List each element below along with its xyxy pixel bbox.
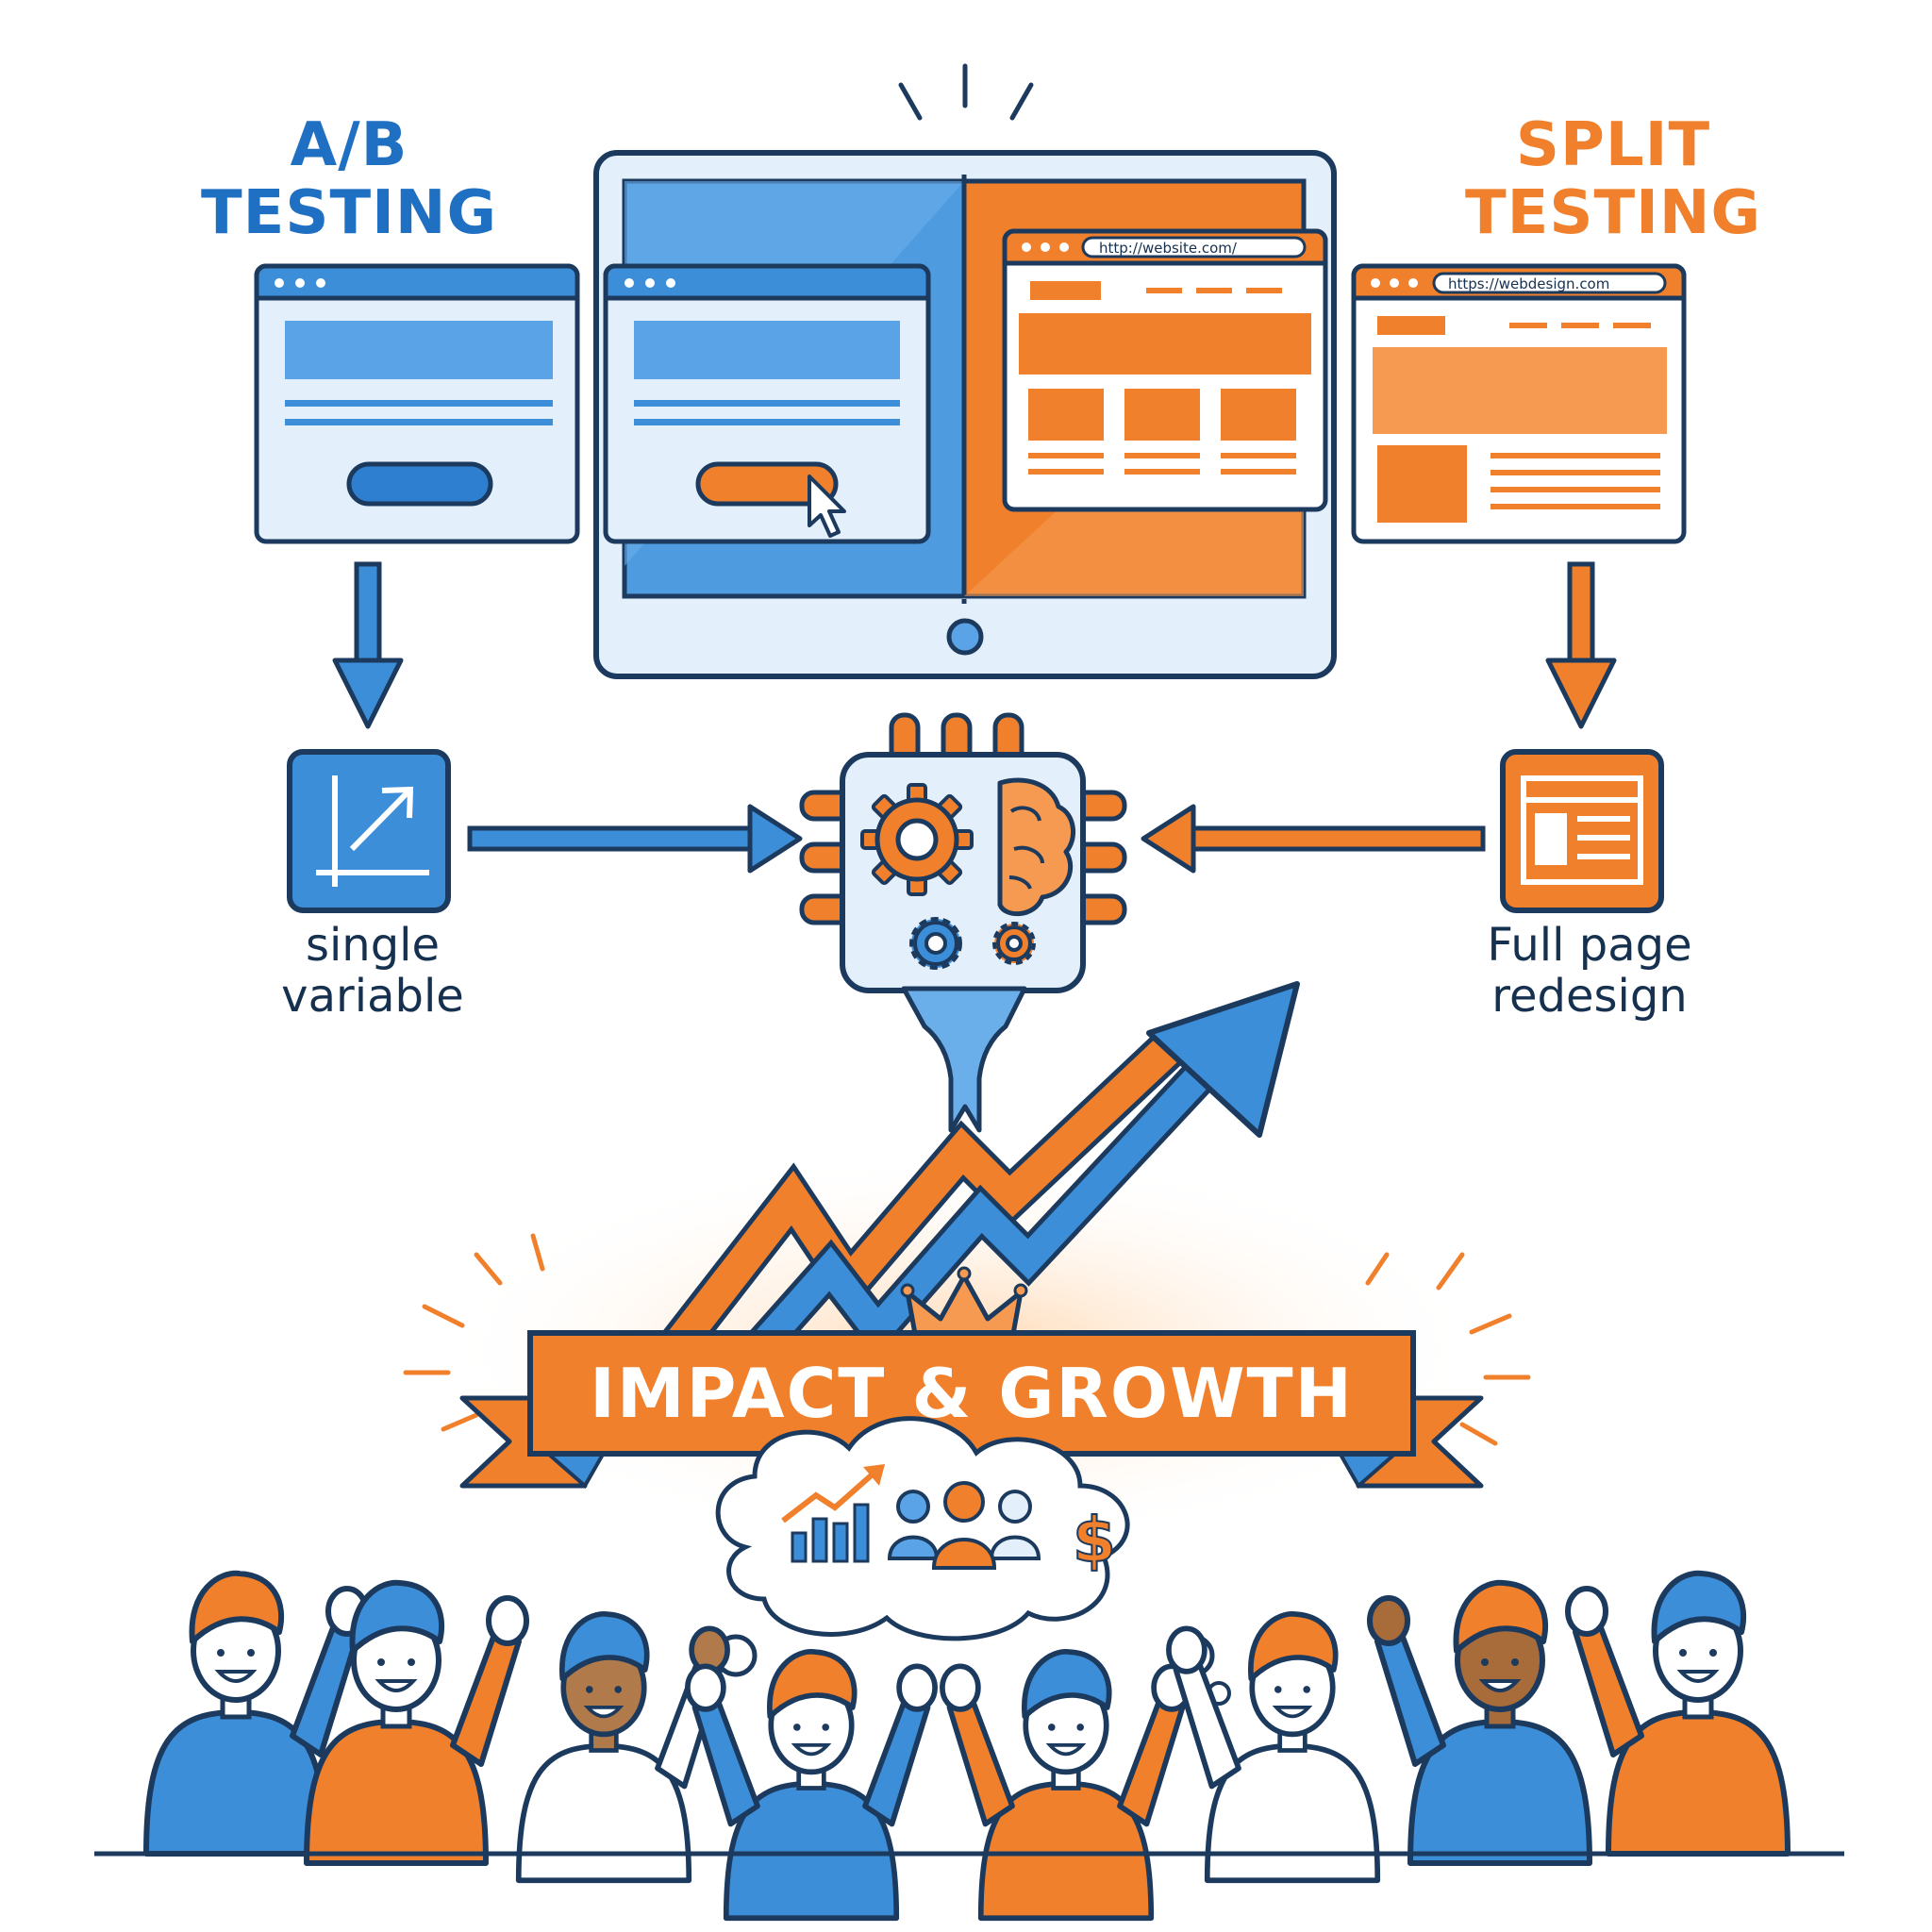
person-4 [685, 1649, 938, 1922]
celebration-rays [403, 1233, 1531, 1446]
person-7 [1367, 1579, 1592, 1866]
split-testing-title: SPLIT TESTING [1415, 111, 1811, 247]
bar-chart-icon [781, 1464, 885, 1563]
gear-brain-chip-icon [799, 712, 1127, 993]
full-page-redesign-caption: Full page redesign [1415, 920, 1764, 1022]
variant-b-browser [603, 263, 931, 544]
left-right-arrow [467, 804, 803, 874]
center-browser-url: http://website.com/ [1099, 240, 1238, 257]
full-page-redesign-line1: Full page [1487, 919, 1692, 972]
impact-growth-ribbon: IMPACT & GROWTH [459, 1330, 1484, 1490]
split-testing-title-line2: TESTING [1464, 178, 1762, 248]
brain-icon [997, 777, 1076, 917]
ab-testing-title-line2: TESTING [200, 178, 498, 248]
right-browser-url: https://webdesign.com [1448, 275, 1609, 292]
cursor-icon [808, 475, 846, 538]
single-variable-line2: variable [281, 970, 464, 1023]
person-2 [304, 1579, 529, 1866]
single-variable-line1: single [305, 919, 441, 972]
webpage-layout-icon [1500, 749, 1664, 913]
person-1 [143, 1570, 369, 1857]
split-variant-browser: https://webdesign.com [1351, 263, 1687, 544]
dollar-icon: $ [1073, 1504, 1116, 1576]
full-page-redesign-line2: redesign [1491, 970, 1688, 1023]
left-down-arrow [332, 561, 404, 729]
person-6 [1166, 1611, 1381, 1884]
attention-rays [898, 63, 1034, 121]
cheering-crowd [143, 1570, 1790, 1922]
single-variable-caption: single variable [217, 920, 528, 1022]
ab-testing-title: A/B TESTING [189, 111, 509, 247]
banner-title: IMPACT & GROWTH [590, 1354, 1354, 1433]
orange-website-browser: http://website.com/ [1002, 228, 1328, 512]
users-group-icon [887, 1481, 1041, 1570]
person-5 [940, 1649, 1192, 1922]
growth-trend-arrow [643, 981, 1300, 1409]
person-3 [515, 1611, 730, 1884]
growth-chart-icon [287, 749, 451, 913]
ab-variant-browser [254, 263, 580, 544]
ab-testing-title-line1: A/B [290, 110, 408, 180]
person-8 [1565, 1570, 1790, 1857]
funnel-icon [901, 986, 1027, 1133]
right-down-arrow [1545, 561, 1617, 729]
split-testing-title-line1: SPLIT [1515, 110, 1711, 180]
right-left-arrow [1141, 804, 1486, 874]
